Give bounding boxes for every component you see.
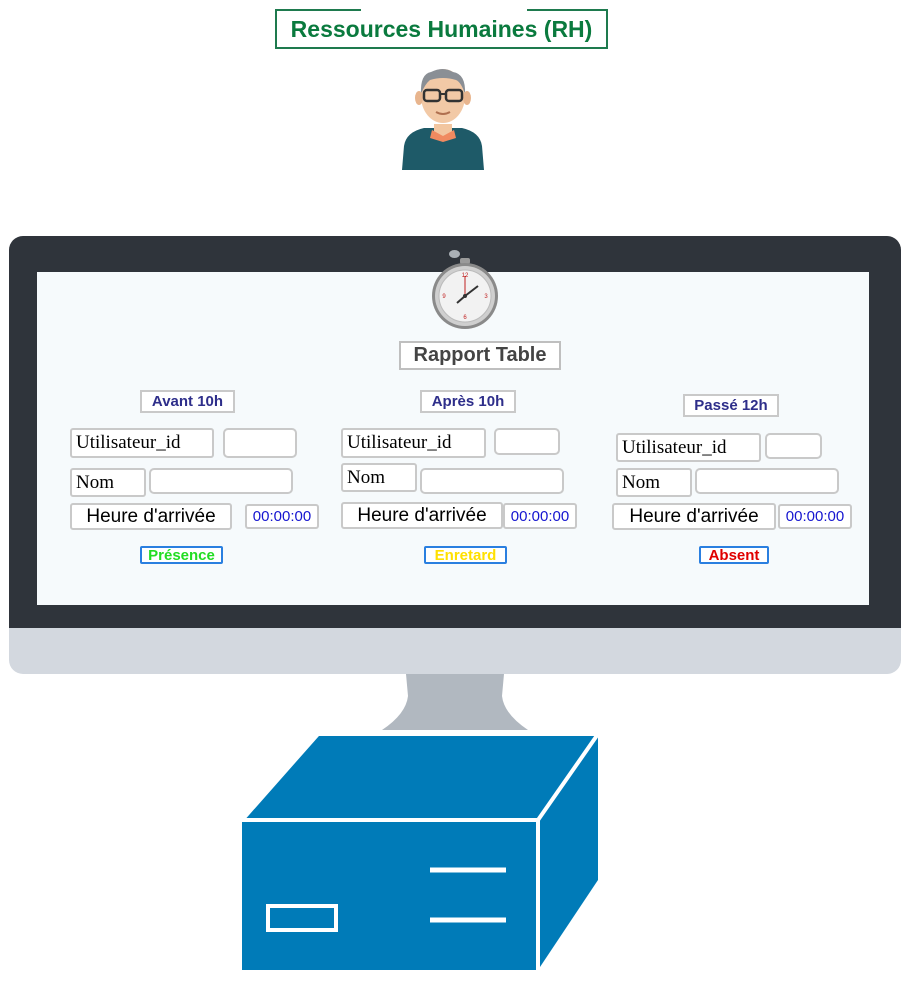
hr-title-box: Ressources Humaines (RH) [275, 9, 608, 49]
monitor-chin [9, 628, 901, 674]
stopwatch-icon: 12 3 6 9 [432, 258, 498, 329]
status-badge-late: Enretard [424, 546, 507, 564]
name-input[interactable] [695, 468, 839, 494]
arrival-time-value[interactable]: 00:00:00 [778, 504, 852, 529]
arrival-time-label: Heure d'arrivée [341, 502, 503, 529]
user-id-input[interactable] [765, 433, 822, 459]
svg-text:3: 3 [484, 294, 488, 300]
hr-person-icon [402, 69, 484, 170]
name-label: Nom [70, 468, 146, 497]
name-input[interactable] [149, 468, 293, 494]
user-id-input[interactable] [223, 428, 297, 458]
user-id-label: Utilisateur_id [70, 428, 214, 458]
hr-title: Ressources Humaines (RH) [290, 15, 593, 42]
server-icon [240, 732, 600, 970]
camera-dot [449, 250, 460, 258]
name-input[interactable] [420, 468, 564, 494]
svg-text:9: 9 [442, 294, 446, 300]
status-badge-presence: Présence [140, 546, 223, 564]
report-title: Rapport Table [399, 341, 561, 370]
column-heading-after-10h: Après 10h [420, 390, 516, 413]
arrival-time-value[interactable]: 00:00:00 [245, 504, 319, 529]
user-id-label: Utilisateur_id [616, 433, 761, 462]
name-label: Nom [616, 468, 692, 497]
monitor-stand-icon [382, 674, 528, 730]
status-badge-absent: Absent [699, 546, 769, 564]
arrival-time-value[interactable]: 00:00:00 [503, 503, 577, 529]
column-heading-before-10h: Avant 10h [140, 390, 235, 413]
column-heading-past-12h: Passé 12h [683, 394, 779, 417]
svg-text:6: 6 [463, 315, 467, 321]
name-label: Nom [341, 463, 417, 492]
user-id-input[interactable] [494, 428, 560, 455]
user-id-label: Utilisateur_id [341, 428, 486, 458]
arrival-time-label: Heure d'arrivée [612, 503, 776, 530]
arrival-time-label: Heure d'arrivée [70, 503, 232, 530]
